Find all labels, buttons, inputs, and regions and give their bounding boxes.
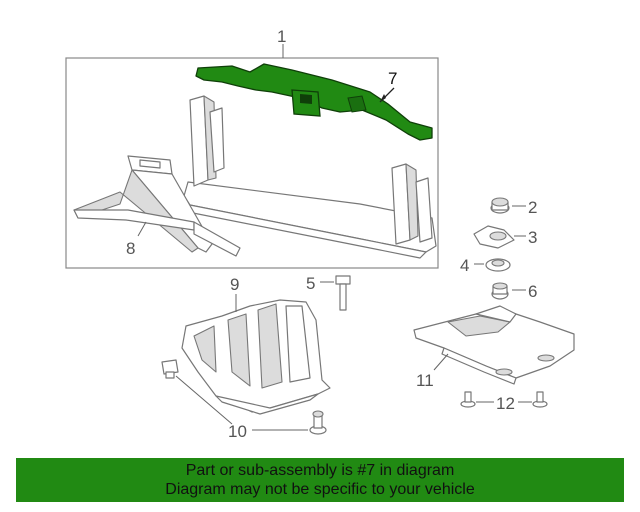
part-8-bracket <box>73 155 241 257</box>
part-12-bolt-b <box>532 391 548 408</box>
banner-line-1: Part or sub-assembly is #7 in diagram <box>185 462 455 479</box>
banner-line-2: Diagram may not be specific to your vehi… <box>165 481 475 498</box>
part-10-screw-b <box>309 410 327 435</box>
part-2-nut <box>490 197 510 214</box>
callout-10: 10 <box>228 422 247 441</box>
part-9-shield <box>181 299 331 415</box>
leader-8 <box>137 221 147 237</box>
part-12-bolt-a <box>460 391 476 408</box>
leader-10a <box>175 375 233 425</box>
vehicle-fit-banner: Part or sub-assembly is #7 in diagram Di… <box>16 458 624 502</box>
part-3-mount <box>473 225 515 249</box>
callout-3: 3 <box>528 228 537 247</box>
part-6-grommet <box>491 282 509 300</box>
part-11-skid-plate <box>413 305 575 385</box>
callout-6: 6 <box>528 282 537 301</box>
assembly-1-box <box>65 57 439 269</box>
leader-11 <box>433 353 449 371</box>
callout-7: 7 <box>388 69 397 88</box>
part-5-bolt <box>335 275 351 311</box>
callout-12: 12 <box>496 394 515 413</box>
callout-2: 2 <box>528 198 537 217</box>
callout-1: 1 <box>277 27 286 46</box>
callout-9: 9 <box>230 275 239 294</box>
callout-5: 5 <box>306 274 315 293</box>
callout-8: 8 <box>126 239 135 258</box>
radiator-support-frame <box>183 95 437 259</box>
callout-4: 4 <box>460 256 469 275</box>
part-10-screw-a <box>161 359 179 379</box>
part-4-washer <box>485 258 511 272</box>
part-7-upper-tie-bar <box>195 63 433 141</box>
callout-11: 11 <box>416 371 434 390</box>
